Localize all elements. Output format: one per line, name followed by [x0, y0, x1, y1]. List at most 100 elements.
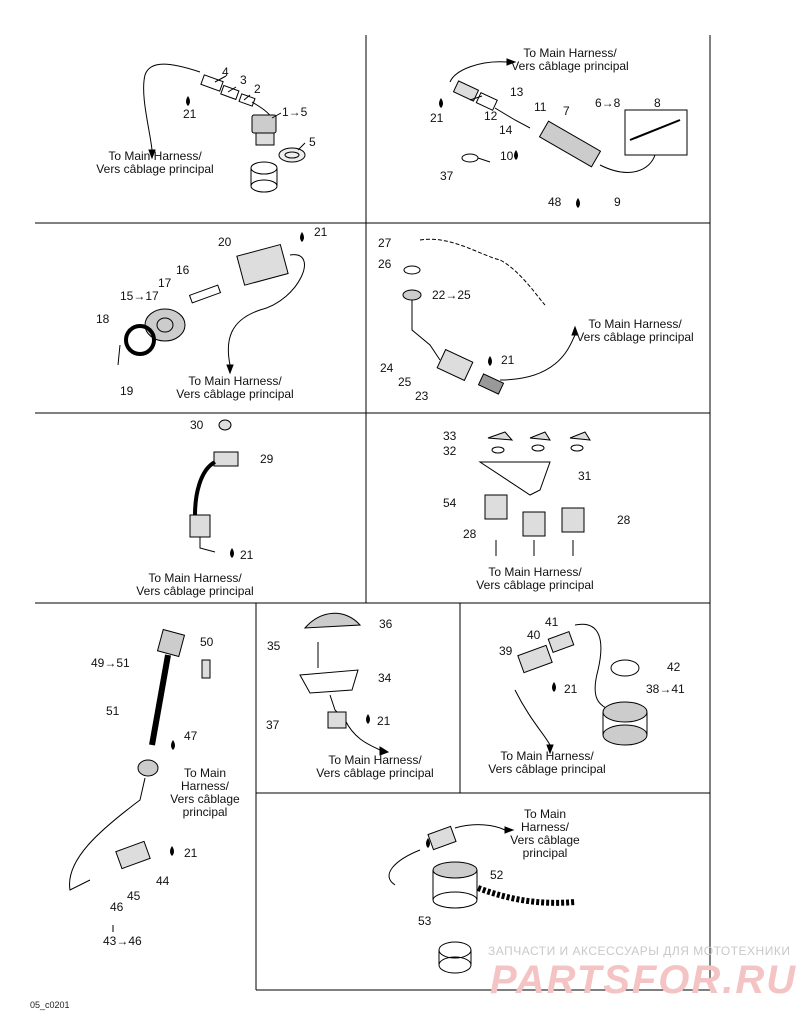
callout-47: 47 — [184, 729, 198, 743]
callout-22-25: 22→25 — [432, 288, 471, 302]
harness-note-3: To Main Harness/Vers câblage principal — [176, 374, 294, 401]
callout-21: 21 — [314, 225, 328, 239]
panel-2-drawing — [449, 58, 688, 173]
callout-36: 36 — [379, 617, 393, 631]
callout-21: 21 — [184, 846, 198, 860]
callout-54: 54 — [443, 496, 457, 510]
callout-30: 30 — [190, 418, 204, 432]
callout-27: 27 — [378, 236, 392, 250]
panel-10-drawing — [388, 824, 576, 974]
callout-10: 10 — [500, 149, 514, 163]
callout-21: 21 — [240, 548, 254, 562]
callout-35: 35 — [267, 639, 281, 653]
callout-29: 29 — [260, 452, 274, 466]
panel-3-drawing — [117, 243, 305, 375]
callout-41: 41 — [545, 615, 559, 629]
callout-9: 9 — [614, 195, 621, 209]
drop-icon — [552, 682, 556, 692]
callout-18: 18 — [96, 312, 110, 326]
drop-icon — [488, 356, 492, 366]
panel-8-drawing — [299, 612, 390, 756]
callout-21: 21 — [377, 714, 391, 728]
callout-50: 50 — [200, 635, 214, 649]
callout-44: 44 — [156, 874, 170, 888]
callout-21: 21 — [183, 107, 197, 121]
callout-45: 45 — [127, 889, 141, 903]
callout-42: 42 — [667, 660, 681, 674]
callout-7: 7 — [563, 104, 570, 118]
callout-16: 16 — [176, 263, 190, 277]
watermark-tagline: ЗАПЧАСТИ И АКСЕССУАРЫ ДЛЯ МОТОТЕХНИКИ — [488, 944, 791, 958]
panel-4-drawing — [402, 238, 579, 395]
callout-51: 51 — [106, 704, 120, 718]
callout-23: 23 — [415, 389, 429, 403]
drop-icon — [186, 96, 190, 106]
drop-icon — [170, 846, 174, 856]
callout-14: 14 — [499, 123, 513, 137]
callout-24: 24 — [380, 361, 394, 375]
callout-2: 2 — [254, 82, 261, 96]
panel-grid — [35, 35, 711, 991]
callout-32: 32 — [443, 444, 457, 458]
harness-note-1: To Main Harness/Vers câblage principal — [96, 149, 214, 176]
callout-6-8: 6→8 — [595, 96, 621, 110]
callout-26: 26 — [378, 257, 392, 271]
drop-icon — [426, 838, 430, 848]
drop-icon — [300, 232, 304, 242]
callout-20: 20 — [218, 235, 232, 249]
callout-19: 19 — [120, 384, 134, 398]
callout-28: 28 — [617, 513, 631, 527]
harness-note-9: To Main Harness/Vers câblage principal — [488, 749, 606, 776]
callout-12: 12 — [484, 109, 498, 123]
callout-34: 34 — [378, 671, 392, 685]
callout-37: 37 — [440, 169, 454, 183]
callout-46: 46 — [110, 900, 124, 914]
callout-15-17: 15→17 — [120, 289, 159, 303]
harness-note-6: To Main Harness/Vers câblage principal — [476, 565, 594, 592]
harness-note-2: To Main Harness/Vers câblage principal — [511, 46, 629, 73]
callout-53: 53 — [418, 914, 432, 928]
drop-icon — [366, 714, 370, 724]
callout-37: 37 — [266, 718, 280, 732]
callout-13: 13 — [510, 85, 524, 99]
drop-icon — [439, 98, 443, 108]
callout-33: 33 — [443, 429, 457, 443]
figure-code: 05_c0201 — [30, 1000, 70, 1010]
panel-9-drawing — [514, 623, 648, 755]
panel-6-drawing — [478, 431, 591, 556]
callout-21: 21 — [564, 682, 578, 696]
callout-21: 21 — [501, 353, 515, 367]
drop-icon — [514, 150, 518, 160]
callout-3: 3 — [240, 73, 247, 87]
callout-40: 40 — [527, 628, 541, 642]
harness-note-5: To Main Harness/Vers câblage principal — [136, 571, 254, 598]
callout-39: 39 — [499, 644, 513, 658]
callout-38-41: 38→41 — [646, 682, 685, 696]
callout-49-51: 49→51 — [91, 656, 130, 670]
panel-5-drawing — [189, 419, 239, 553]
panel-1-drawing — [143, 63, 306, 193]
drop-icon — [576, 198, 580, 208]
callout-52: 52 — [490, 868, 504, 882]
callout-5: 5 — [309, 135, 316, 149]
watermark-logo: PARTSFOR.RU — [490, 958, 798, 1002]
callout-43-46: 43→46 — [103, 934, 142, 948]
callout-28: 28 — [463, 527, 477, 541]
callout-48: 48 — [548, 195, 562, 209]
callout-4: 4 — [222, 65, 229, 79]
drop-icon — [171, 740, 175, 750]
callout-31: 31 — [578, 469, 592, 483]
drop-icon — [230, 548, 234, 558]
callout-25: 25 — [398, 375, 412, 389]
harness-note-8: To Main Harness/Vers câblage principal — [316, 753, 434, 780]
callout-21: 21 — [430, 111, 444, 125]
callout-11: 11 — [534, 100, 547, 114]
callout-17: 17 — [158, 276, 172, 290]
panel-7-drawing — [69, 628, 211, 932]
callout-1-5: 1→5 — [282, 105, 308, 119]
callout-8: 8 — [654, 96, 661, 110]
harness-note-4: To Main Harness/Vers câblage principal — [576, 317, 694, 344]
